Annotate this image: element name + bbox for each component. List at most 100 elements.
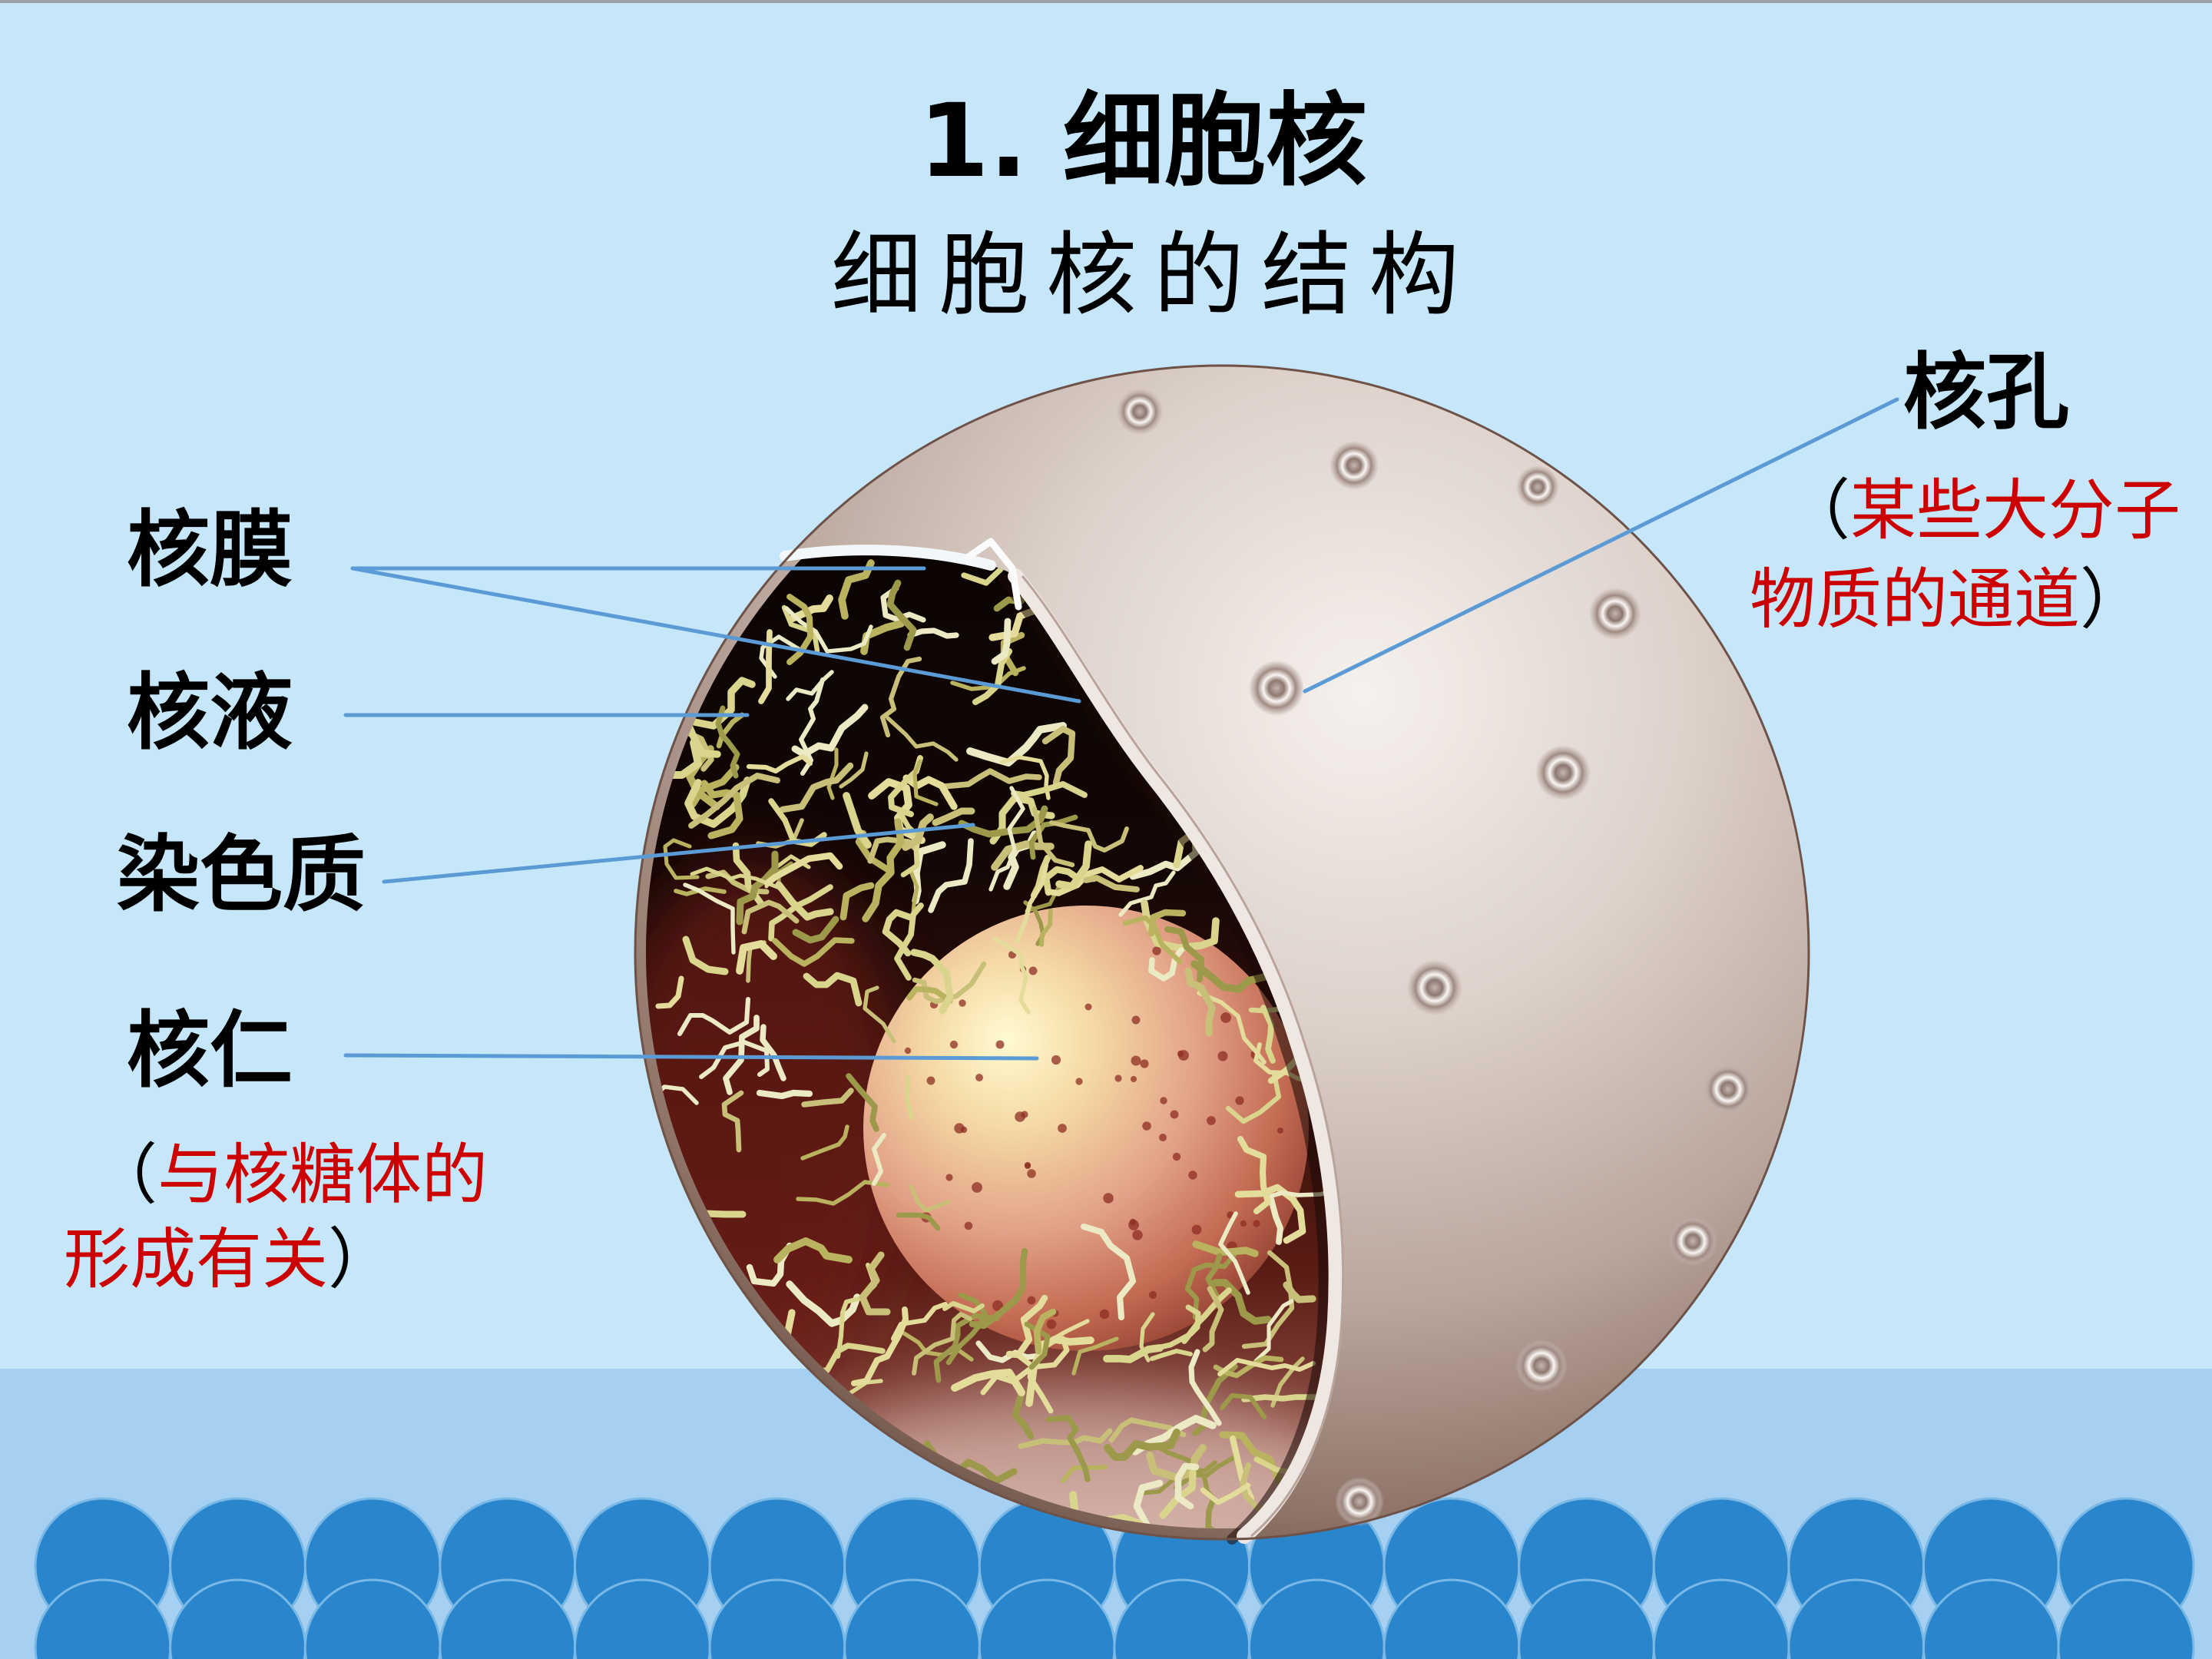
- chromatin-strand: [655, 975, 684, 1009]
- nuclear-pore: [1117, 389, 1163, 435]
- note-text: 物质的通道: [1750, 561, 2080, 638]
- chromatin-strand: [932, 807, 975, 826]
- chromatin-strand: [942, 1301, 985, 1313]
- chromatin-strand: [969, 1247, 1028, 1330]
- nuclear-pore: [1704, 1065, 1753, 1114]
- chromatin-strand: [886, 579, 917, 651]
- chromatin-strand: [1202, 1286, 1224, 1353]
- chromatin-strand: [768, 884, 833, 942]
- nucleolus-granule: [1114, 1075, 1122, 1082]
- interior-inner-wall-highlight: [799, 1390, 1336, 1528]
- cut-edge-shadow: [998, 574, 1330, 1545]
- note-text: 某些大分子: [1850, 472, 2181, 549]
- chromatin-strand: [1268, 1196, 1283, 1245]
- chromatin-strand: [863, 985, 896, 1044]
- chromatin-strand: [839, 882, 875, 921]
- nuclear-pore: [1668, 1217, 1717, 1266]
- chromatin-strand: [1012, 1392, 1035, 1440]
- nucleolus-granule: [1075, 1078, 1083, 1085]
- nuclear-pores: [1117, 389, 1753, 1526]
- nucleolus-granule: [1178, 1050, 1189, 1061]
- chromatin-strand: [715, 705, 740, 779]
- chromatin-strand: [839, 751, 869, 789]
- chromatin-strand: [890, 1301, 949, 1342]
- chromatin-strand: [786, 670, 834, 701]
- note-nuclear-pore-line-2: 物质的通道）: [1750, 566, 2146, 634]
- chromatin-strand: [756, 1089, 813, 1100]
- nucleolus-granule: [1191, 1224, 1202, 1235]
- chromatin-strand: [826, 747, 839, 800]
- leader-line-nucleolus: [343, 1053, 1039, 1061]
- chromatin-strand: [894, 902, 924, 981]
- chromatin-strand: [951, 1369, 1025, 1396]
- nuclear-pore: [1589, 588, 1641, 640]
- chromatin-strand: [910, 949, 954, 1015]
- chromatin-strand: [801, 1088, 854, 1108]
- chromatin-strand: [800, 1124, 849, 1161]
- chromatin-strand: [763, 852, 843, 887]
- chromatin-strand: [1011, 781, 1088, 798]
- chromatin-strand: [1241, 1250, 1295, 1349]
- chromatin-strand: [1159, 1469, 1197, 1519]
- chromatin-strand: [1217, 1358, 1316, 1376]
- nuclear-pore: [1535, 745, 1591, 800]
- chromatin-strand: [905, 1075, 914, 1120]
- nucleolus-granule: [1132, 1230, 1143, 1240]
- nucleolus-granule: [945, 1174, 953, 1181]
- chromatin-strand: [716, 712, 745, 749]
- nucleolus-granule: [1172, 1152, 1181, 1161]
- nucleolus-granule: [1130, 1075, 1137, 1083]
- note-close-paren: ）: [2080, 561, 2146, 638]
- nuclear-pore: [1407, 960, 1462, 1015]
- note-text: 形成有关: [64, 1221, 328, 1298]
- nucleolus-granule: [1099, 1309, 1110, 1320]
- chromatin-strand: [736, 940, 777, 975]
- chromatin-strand: [786, 594, 813, 665]
- chromatin-strand: [775, 881, 834, 921]
- nucleolus-granule: [904, 1047, 912, 1055]
- chromatin-strand: [1220, 1393, 1267, 1419]
- top-border-line: [0, 0, 2212, 3]
- chromatin-strand: [1104, 1429, 1181, 1461]
- nuclear-pore: [1516, 465, 1559, 508]
- nucleolus-granule: [1058, 1124, 1067, 1133]
- chromatin-strand: [1122, 915, 1183, 965]
- nucleolus-granule: [1217, 1051, 1228, 1061]
- label-nucleolus: 核仁: [127, 1002, 293, 1099]
- chromatin-strand: [1174, 1462, 1200, 1510]
- chromatin-strand: [758, 629, 773, 704]
- chromatin-strand: [786, 1280, 861, 1327]
- chromatin-strand: [1260, 1005, 1276, 1064]
- label-nuclear-pore: 核孔: [1903, 344, 2070, 441]
- chromatin-strand: [1188, 1349, 1222, 1426]
- chromatin-strand: [1083, 875, 1140, 892]
- chromatin-strand: [1015, 863, 1048, 943]
- nucleolus-granule: [1131, 1055, 1141, 1066]
- nucleolus-granule: [1027, 1169, 1036, 1178]
- chromatin-strand: [907, 628, 959, 639]
- chromatin-strand: [933, 1313, 1000, 1383]
- chromatin-strand: [723, 1015, 760, 1095]
- chromatin-strand: [886, 716, 959, 762]
- note-close-paren: ）: [328, 1221, 394, 1298]
- chromatin-strand: [1197, 991, 1267, 1065]
- chromatin-strand: [677, 996, 751, 1037]
- chromatin-strand: [759, 634, 801, 679]
- chromatin-strand: [1041, 725, 1076, 786]
- chromatin-strand: [846, 1073, 879, 1132]
- nucleolus-granule: [1240, 1220, 1247, 1227]
- chromatin-strand: [682, 935, 729, 975]
- chromatin-strand: [906, 986, 953, 1004]
- nucleolus-granule: [1128, 1220, 1139, 1230]
- chromatin-strand: [781, 604, 820, 654]
- chromatin-strand: [912, 961, 987, 1005]
- nucleolus-granule: [926, 1076, 935, 1085]
- chromatin-strand: [1205, 1253, 1223, 1299]
- nuclear-pore: [1335, 1477, 1384, 1526]
- nucleolus-granule: [1220, 1012, 1231, 1023]
- chromatin-strand: [1028, 814, 1078, 860]
- chromatin-strand: [928, 838, 974, 913]
- chromatin-strand: [988, 786, 1025, 892]
- chromatin-strand: [1045, 1415, 1091, 1482]
